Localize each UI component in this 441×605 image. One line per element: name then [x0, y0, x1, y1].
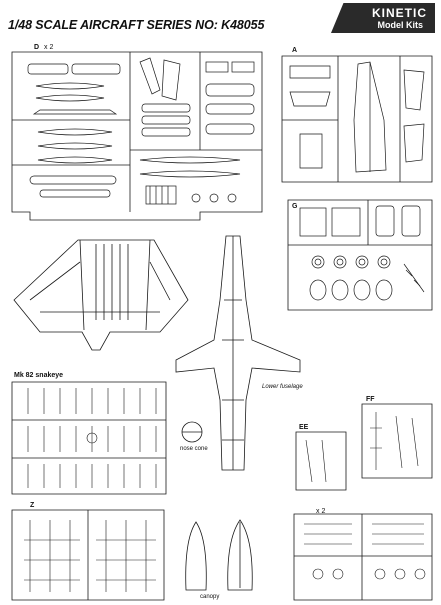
- mk82-parts: [27, 388, 157, 488]
- ff-sprue-frame: [361, 403, 433, 479]
- sprue-g-label: G: [292, 203, 298, 210]
- lower-wing-part: [13, 239, 189, 351]
- page-title: 1/48 SCALE AIRCRAFT SERIES NO: K48055: [8, 18, 265, 32]
- sprue-d-label: D: [34, 44, 40, 51]
- sprue-d-parts: [27, 57, 255, 205]
- mk82-label: Mk 82 snakeye: [14, 372, 64, 379]
- lower-fuselage-caption: Lower fuselage: [262, 384, 303, 390]
- sprue-a-label: A: [292, 47, 298, 54]
- brand-subtitle: Model Kits: [377, 20, 423, 30]
- sprue-br-frame: [293, 513, 433, 601]
- sprue-g-parts: [299, 205, 425, 301]
- sprue-ff-label: FF: [366, 396, 375, 403]
- sprue-z-frame: [11, 509, 165, 601]
- sprue-z-label: Z: [30, 502, 35, 509]
- ee-sprue-frame: [295, 431, 347, 491]
- sprue-d-qty: x 2: [44, 44, 54, 51]
- mk82-sprue-frame: [11, 381, 167, 495]
- sprue-ee-label: EE: [299, 424, 309, 431]
- canopy-parts: [185, 519, 253, 591]
- brand-name: KINETIC: [372, 6, 427, 20]
- center-fuselage-part: [175, 235, 301, 471]
- nose-cone-part: [181, 421, 203, 443]
- brand-logo: KINETIC Model Kits: [331, 3, 435, 33]
- sprue-d-frame: [11, 51, 263, 221]
- sprue-z-parts: [24, 520, 156, 592]
- canopy-caption: canopy: [200, 594, 220, 600]
- ff-parts: [370, 412, 419, 470]
- ee-parts: [305, 439, 327, 483]
- sprue-a-frame: [281, 55, 433, 183]
- page-header: 1/48 SCALE AIRCRAFT SERIES NO: K48055 KI…: [0, 0, 441, 36]
- sprue-br-qty: x 2: [316, 508, 326, 515]
- nose-cone-caption: nose cone: [180, 446, 208, 452]
- sprue-a-parts: [289, 61, 425, 173]
- sprue-br-parts: [304, 523, 426, 580]
- sprue-g-frame: [287, 199, 433, 311]
